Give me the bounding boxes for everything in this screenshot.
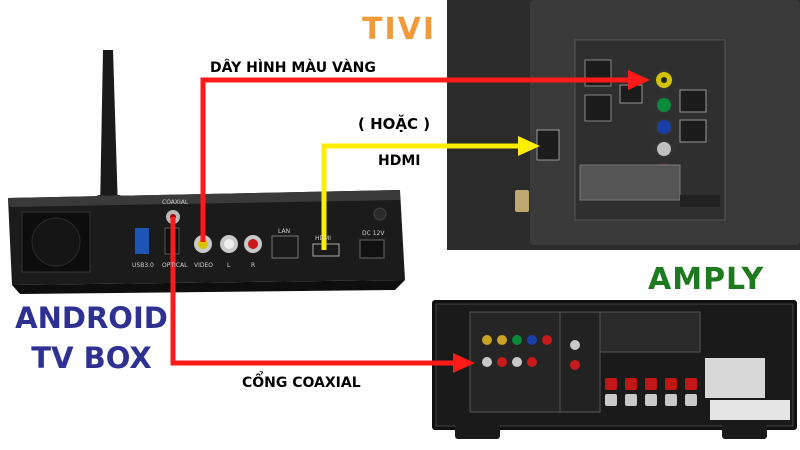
title-amply: AMPLY — [648, 262, 765, 297]
coaxial-cable-red — [170, 217, 475, 373]
port-label-video: VIDEO — [194, 262, 214, 269]
title-tivi: TIVI — [362, 12, 437, 47]
hdmi-cable-yellow — [321, 136, 540, 250]
video-cable-red — [200, 70, 650, 242]
label-or: ( HOẶC ) — [358, 115, 431, 133]
port-label-right: R — [251, 262, 256, 269]
amplifier-back-panel — [432, 300, 797, 439]
title-android-line2: TV BOX — [31, 341, 152, 375]
port-label-left: L — [227, 262, 231, 269]
port-label-coaxial: COAXIAL — [162, 199, 189, 206]
port-label-usb: USB3.0 — [132, 262, 154, 269]
android-tv-box — [8, 50, 405, 294]
label-hdmi-cable: HDMI — [378, 153, 421, 169]
port-label-optical: OPTICAL — [162, 262, 188, 269]
title-android-line1: ANDROID — [15, 301, 168, 335]
port-label-hdmi: HDMI — [315, 235, 332, 242]
label-yellow-video-cable: DÂY HÌNH MÀU VÀNG — [210, 60, 376, 76]
label-coaxial-cable: CỔNG COAXIAL — [242, 375, 361, 391]
title-android-tv-box: ANDROID TV BOX — [4, 298, 179, 378]
tv-back-panel — [447, 0, 800, 250]
port-label-dc: DC 12V — [362, 230, 385, 237]
port-label-lan: LAN — [278, 228, 291, 235]
